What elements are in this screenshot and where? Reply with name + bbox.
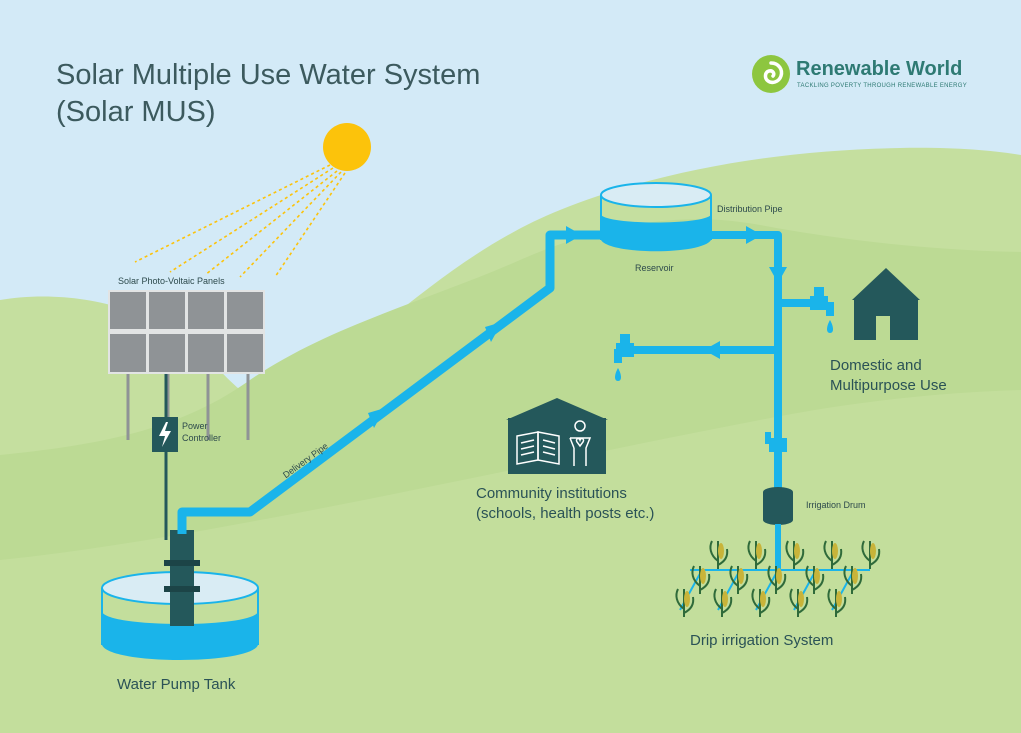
water-pump-tank	[101, 530, 259, 660]
solar-panels	[108, 290, 265, 440]
label-drip-irrigation: Drip irrigation System	[690, 632, 834, 649]
sun-icon	[134, 123, 371, 278]
irrigation-drum	[763, 487, 793, 570]
crop-plant-icon	[767, 565, 787, 594]
diagram-title-line2: (Solar MUS)	[56, 96, 216, 128]
crop-plant-icon	[785, 540, 805, 569]
label-distribution-pipe: Distribution Pipe	[717, 204, 783, 214]
community-institution-icon	[506, 398, 608, 474]
diagram-title-line1: Solar Multiple Use Water System	[56, 59, 481, 91]
crop-plant-icon	[751, 588, 771, 617]
crop-plants	[675, 540, 881, 617]
crop-plant-icon	[713, 588, 733, 617]
delivery-pipe	[177, 230, 604, 534]
label-water-pump-tank: Water Pump Tank	[117, 676, 236, 693]
crop-plant-icon	[729, 565, 749, 594]
renewable-world-logo-icon	[752, 55, 790, 93]
crop-plant-icon	[789, 588, 809, 617]
label-domestic-2: Multipurpose Use	[830, 377, 947, 394]
label-community-1: Community institutions	[476, 485, 627, 502]
tap-icon	[614, 334, 634, 381]
logo-name: Renewable World	[796, 58, 963, 80]
logo-tagline: TACKLING POVERTY THROUGH RENEWABLE ENERG…	[797, 83, 967, 89]
label-panels: Solar Photo-Voltaic Panels	[118, 276, 225, 286]
crop-plant-icon	[747, 540, 767, 569]
crop-plant-icon	[843, 565, 863, 594]
crop-plant-icon	[691, 565, 711, 594]
house-icon	[852, 268, 920, 340]
label-irrigation-drum: Irrigation Drum	[806, 500, 866, 510]
label-domestic-1: Domestic and	[830, 357, 922, 374]
reservoir	[600, 182, 712, 252]
delivery-pipe-arrows	[368, 226, 582, 428]
tap-icon	[810, 287, 834, 333]
label-community-2: (schools, health posts etc.)	[476, 505, 655, 522]
distribution-arrows	[704, 226, 787, 359]
power-controller-icon	[152, 417, 178, 452]
crop-plant-icon	[823, 540, 843, 569]
crop-plant-icon	[675, 588, 695, 617]
label-power-controller-1: Power	[182, 421, 208, 431]
label-power-controller-2: Controller	[182, 433, 222, 443]
valve-icon	[765, 432, 787, 452]
crop-plant-icon	[827, 588, 847, 617]
crop-plant-icon	[861, 540, 881, 569]
crop-plant-icon	[805, 565, 825, 594]
crop-plant-icon	[709, 540, 729, 569]
label-reservoir: Reservoir	[635, 263, 674, 273]
